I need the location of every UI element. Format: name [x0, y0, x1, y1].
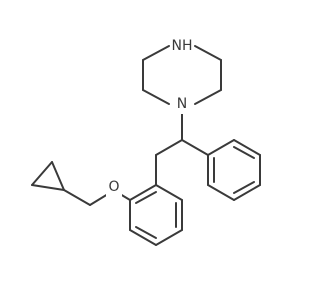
atom-label-nh: NH [172, 38, 193, 54]
bond-ch2-cp [63, 189, 91, 206]
cyclopropyl-bond-2 [31, 161, 53, 186]
atom-o: O [106, 178, 122, 197]
phenyl-ring [207, 139, 261, 201]
bond-c2-n [142, 89, 170, 105]
piperazine-ring [142, 45, 222, 105]
bond-ch-ch2 [155, 139, 183, 156]
phenyl-bond-5 [207, 184, 235, 201]
atom-label-o: O [108, 179, 119, 195]
aryl-ring [129, 184, 183, 246]
bond-o-ch2 [89, 193, 109, 206]
cyclopropyl-bond-3 [31, 184, 65, 191]
aryl-bond-4 [155, 229, 183, 246]
molecule-structure-diagram: NH N O [31, 36, 261, 246]
aryl-bond-3 [129, 229, 157, 246]
phenyl-bond-1 [207, 139, 235, 156]
bond-n-c3 [194, 89, 222, 105]
atom-nh: NH [170, 36, 194, 56]
aryl-double-1 [135, 191, 157, 204]
aryl-double-2 [135, 226, 157, 239]
phenyl-double-1 [233, 146, 255, 159]
aryl-bond-6 [155, 184, 183, 201]
cyclopropyl-bond-1 [51, 161, 65, 191]
aryl-bond-1 [129, 184, 157, 201]
bond-ch-phenyl [181, 139, 209, 156]
atom-label-n: N [177, 96, 187, 112]
phenyl-bond-2 [233, 139, 261, 156]
phenyl-double-2 [233, 181, 255, 194]
atom-n: N [174, 95, 190, 114]
ethyl-chain [155, 113, 209, 186]
bond-nh-c1 [142, 45, 170, 61]
bond-c4-nh [194, 45, 222, 61]
phenyl-bond-4 [233, 184, 261, 201]
